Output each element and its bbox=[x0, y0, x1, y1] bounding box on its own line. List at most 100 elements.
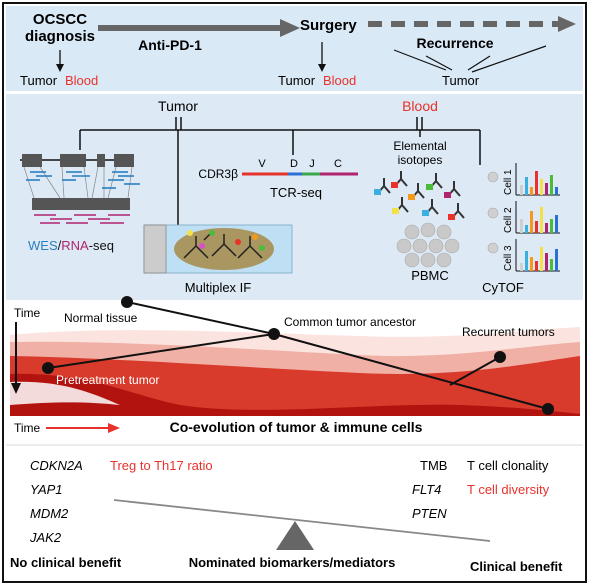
diagnosis-tumor-label: Tumor bbox=[20, 73, 58, 88]
cytof-bar bbox=[535, 261, 538, 271]
recurrence-arrow-4 bbox=[471, 45, 547, 73]
evolution-panel: Time Normal tissue Common tumor ancestor… bbox=[6, 296, 583, 456]
no-clinical-benefit-label: No clinical benefit bbox=[10, 555, 122, 570]
recurrence-arrow-3 bbox=[467, 55, 491, 71]
svg-text:WES/RNA-seq: WES/RNA-seq bbox=[28, 238, 114, 253]
normal-tissue-node bbox=[121, 296, 133, 308]
cytof-bar bbox=[540, 179, 543, 195]
cytof-panel-cell-2: Cell 2 bbox=[503, 201, 560, 234]
cytof-bar bbox=[545, 253, 548, 271]
recurrent-tumors-label: Recurrent tumors bbox=[462, 325, 555, 339]
cytof-panel-cell-3: Cell 3 bbox=[503, 239, 560, 272]
cytof-panel-cell-1: Cell 1 bbox=[503, 163, 560, 196]
tmb-label: TMB bbox=[420, 458, 447, 473]
pbmc-label: PBMC bbox=[411, 268, 449, 283]
pbmc-cells bbox=[396, 222, 460, 268]
cytof-bar bbox=[535, 171, 538, 195]
gene-mdm2: MDM2 bbox=[30, 506, 69, 521]
cytof-bar bbox=[520, 263, 523, 271]
cytof-illustration: Elemental isotopes bbox=[374, 139, 560, 295]
timeline-panel: OCSCC diagnosis Anti-PD-1 Surgery Recurr… bbox=[6, 6, 583, 91]
cytof-bar bbox=[520, 219, 523, 233]
cytof-cell-label: Cell 1 bbox=[503, 169, 514, 195]
coevolution-label: Co-evolution of tumor & immune cells bbox=[170, 419, 423, 435]
recurrence-tumor-label: Tumor bbox=[442, 73, 480, 88]
cytof-bar bbox=[525, 225, 528, 233]
t-cell-diversity-label: T cell diversity bbox=[467, 482, 550, 497]
clinical-benefit-label: Clinical benefit bbox=[470, 559, 563, 574]
diagnosis-blood-label: Blood bbox=[65, 73, 98, 88]
multiplex-if-illustration: Multiplex IF bbox=[143, 224, 293, 295]
pretreatment-label: Pretreatment tumor bbox=[56, 373, 159, 387]
horizontal-time-label: Time bbox=[14, 421, 41, 435]
gene-jak2: JAK2 bbox=[29, 530, 62, 545]
surgery-blood-label: Blood bbox=[323, 73, 356, 88]
cytof-bar bbox=[545, 183, 548, 195]
tcr-j-label: J bbox=[309, 158, 315, 170]
tcr-c-label: C bbox=[334, 158, 342, 170]
cytof-bar bbox=[525, 177, 528, 195]
surgery-tumor-label: Tumor bbox=[278, 73, 316, 88]
cytof-bar-panels: Cell 1 Cell 2 Cell 3 bbox=[503, 163, 560, 272]
elemental-label-line1: Elemental bbox=[393, 139, 446, 153]
elemental-label-line2: isotopes bbox=[398, 153, 443, 167]
methods-panel: Tumor Blood bbox=[6, 94, 583, 300]
evolution-cutout bbox=[10, 381, 120, 405]
balance-beam bbox=[113, 499, 491, 542]
recurrence-arrow-2 bbox=[425, 55, 453, 71]
cytof-bar bbox=[530, 257, 533, 271]
gene-cdkn2a: CDKN2A bbox=[30, 458, 83, 473]
surgery-down-arrowhead bbox=[318, 64, 326, 72]
followup-arrow-head bbox=[558, 16, 576, 32]
methods-connector-tree bbox=[79, 117, 481, 230]
diagnosis-label-line1: OCSCC bbox=[33, 11, 87, 28]
cytof-cell-label: Cell 3 bbox=[503, 245, 514, 271]
cytof-bar bbox=[540, 207, 543, 233]
cytof-label: CyTOF bbox=[482, 280, 524, 295]
recurrent-tumor-node-2 bbox=[542, 403, 554, 415]
flt4-gene: FLT4 bbox=[412, 482, 441, 497]
single-cell-dots bbox=[487, 171, 499, 254]
diagnosis-label-line2: diagnosis bbox=[25, 28, 95, 45]
tcr-d-label: D bbox=[290, 158, 298, 170]
wes-label: WES bbox=[28, 238, 58, 253]
treg-th17-ratio: Treg to Th17 ratio bbox=[110, 458, 213, 473]
evolution-caption-bg bbox=[6, 416, 583, 456]
phylogeny-lines bbox=[47, 301, 549, 410]
cytof-bar bbox=[555, 187, 558, 195]
methods-tumor-label: Tumor bbox=[158, 98, 198, 114]
vertical-time-arrowhead bbox=[11, 383, 21, 394]
wes-rnaseq-illustration: WES/RNA-seq bbox=[20, 154, 140, 253]
t-cell-clonality-label: T cell clonality bbox=[467, 458, 549, 473]
cytof-bar bbox=[555, 215, 558, 233]
cytof-cell-label: Cell 2 bbox=[503, 207, 514, 233]
seq-suffix: -seq bbox=[89, 238, 114, 253]
cytof-bar bbox=[545, 223, 548, 233]
common-ancestor-node bbox=[268, 328, 280, 340]
cytof-bar bbox=[520, 185, 523, 195]
cytof-bar bbox=[530, 187, 533, 195]
vertical-time-label: Time bbox=[14, 306, 41, 320]
cytof-bar bbox=[540, 247, 543, 271]
tcr-v-label: V bbox=[258, 158, 266, 170]
therapy-label: Anti-PD-1 bbox=[138, 37, 202, 53]
rna-label: RNA bbox=[61, 238, 89, 253]
surgery-label: Surgery bbox=[300, 17, 357, 34]
cytof-bar bbox=[525, 251, 528, 271]
diagnosis-down-arrowhead bbox=[56, 64, 64, 72]
balance-fulcrum bbox=[276, 521, 314, 550]
pten-gene: PTEN bbox=[412, 506, 447, 521]
nominated-biomarkers-label: Nominated biomarkers/mediators bbox=[189, 555, 396, 570]
recurrence-arrow-1 bbox=[393, 49, 447, 71]
methods-background bbox=[6, 94, 583, 300]
cytof-bar bbox=[550, 219, 553, 233]
cytof-bar bbox=[550, 259, 553, 271]
cytof-bar bbox=[555, 249, 558, 271]
normal-tissue-label: Normal tissue bbox=[64, 311, 138, 325]
gene-yap1: YAP1 bbox=[30, 482, 63, 497]
horizontal-time-arrowhead bbox=[108, 423, 120, 433]
tcr-seq-label: TCR-seq bbox=[270, 185, 322, 200]
